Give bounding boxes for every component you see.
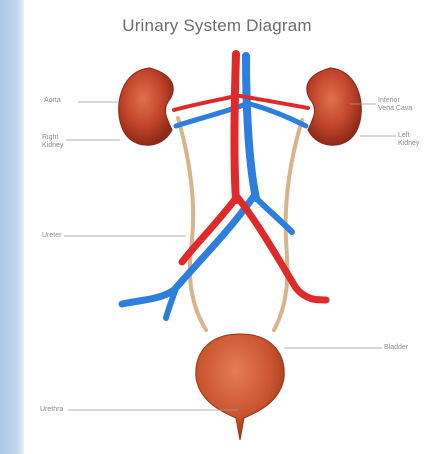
right-renal-artery bbox=[174, 96, 236, 110]
label-bladder: Bladder bbox=[384, 344, 408, 352]
label-ureter: Ureter bbox=[42, 232, 61, 240]
inferior-vena-cava bbox=[246, 56, 256, 198]
right-ureter bbox=[178, 118, 206, 330]
right-kidney bbox=[119, 68, 174, 145]
aorta bbox=[235, 54, 237, 200]
label-right-kidney: Right Kidney bbox=[42, 134, 63, 150]
label-urethra: Urethra bbox=[40, 406, 63, 414]
label-inferior-vena-cava: Inferior Vena Cava bbox=[378, 97, 412, 113]
label-aorta: Aorta bbox=[44, 97, 61, 105]
left-kidney bbox=[307, 68, 362, 145]
left-iliac-artery bbox=[238, 198, 326, 300]
label-left-kidney: Left Kidney bbox=[398, 132, 419, 148]
bladder bbox=[196, 334, 284, 440]
